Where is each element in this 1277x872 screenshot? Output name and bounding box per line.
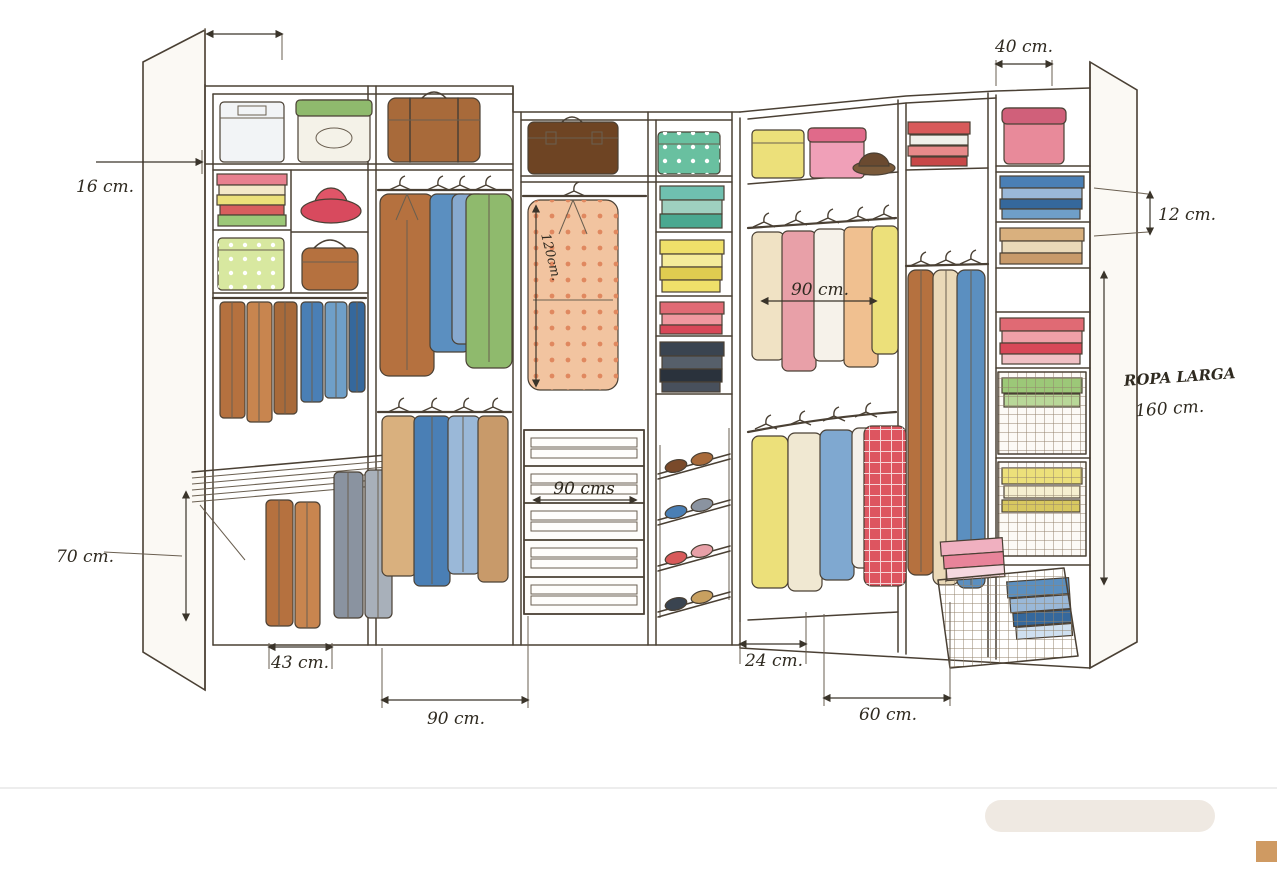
dim-16cm-label: 16 cm.	[76, 177, 134, 197]
corner-hanging-section	[746, 204, 907, 621]
long-clothes-section	[904, 249, 990, 589]
pink-red-stack	[999, 317, 1085, 365]
drawer-unit	[523, 429, 645, 615]
red-folded-stack-top	[907, 121, 971, 167]
drawer-3	[523, 502, 645, 541]
footer-pill	[985, 800, 1215, 832]
folded-stack	[216, 173, 288, 227]
hanging-coats-section	[376, 175, 513, 587]
dim-24cm-label: 24 cm.	[744, 651, 803, 671]
right-side-panel	[1089, 60, 1138, 670]
shoe-rack	[657, 428, 731, 618]
large-wire-basket	[937, 537, 1079, 669]
rack-brown-pants	[265, 499, 321, 629]
pink-box	[807, 127, 867, 179]
wire-basket-2	[997, 461, 1087, 557]
page-footer	[0, 787, 1277, 862]
teal-stack	[659, 185, 725, 229]
light-blue-garment	[447, 415, 481, 575]
tan-garment	[381, 415, 417, 577]
hat-on-shelf	[852, 152, 896, 176]
drawer-5	[523, 576, 645, 615]
drawer-2	[523, 465, 645, 504]
right-shelf-cabinet	[937, 175, 1091, 669]
wire-basket-1	[997, 371, 1087, 455]
yellow-box	[751, 129, 805, 179]
top-storage-boxes	[219, 91, 1067, 179]
red-stack	[659, 301, 725, 335]
left-side-panel	[142, 28, 206, 692]
hanging-brown-pants	[219, 301, 298, 423]
hanging-blue-jeans	[300, 301, 366, 403]
dim-60cm-label: 60 cm.	[859, 705, 917, 725]
dim-12cm-label: 12 cm.	[1158, 205, 1216, 225]
robe-column	[521, 181, 648, 615]
shelf-column	[655, 185, 733, 618]
tan-garment-2	[477, 415, 509, 583]
dim-43cm-label: 43 cm.	[270, 653, 329, 673]
blue-stack	[999, 175, 1085, 220]
corner-rod-lower	[746, 410, 898, 434]
long-clothes-rod	[904, 262, 990, 268]
handbag	[301, 239, 359, 291]
footer-corner-swatch	[1256, 841, 1277, 862]
left-cubby-column	[211, 169, 369, 423]
floral-box	[217, 237, 285, 291]
tan-stack	[999, 227, 1085, 265]
yellow-stack	[659, 239, 725, 293]
dim-160cm-label: 160 cm.	[1135, 397, 1205, 422]
pink-box-right-cabinet	[1001, 107, 1067, 165]
white-box	[219, 101, 285, 163]
dim-90cm-rod-label: 90 cm.	[791, 280, 849, 300]
teal-polka-box	[657, 131, 721, 175]
red-hat	[300, 187, 362, 224]
dim-90cms-drawers-label: 90 cms	[553, 479, 615, 499]
dim-90cm-bottom-label: 90 cm.	[427, 709, 485, 729]
brown-suitcase	[387, 91, 481, 163]
red-plaid-shirt	[863, 425, 907, 587]
dim-70cm-label: 70 cm.	[56, 547, 114, 567]
dark-stack	[659, 341, 725, 393]
dark-trunk	[527, 116, 619, 175]
dim-40cm-label: 40 cm.	[994, 37, 1053, 57]
green-lid-box	[295, 99, 373, 163]
